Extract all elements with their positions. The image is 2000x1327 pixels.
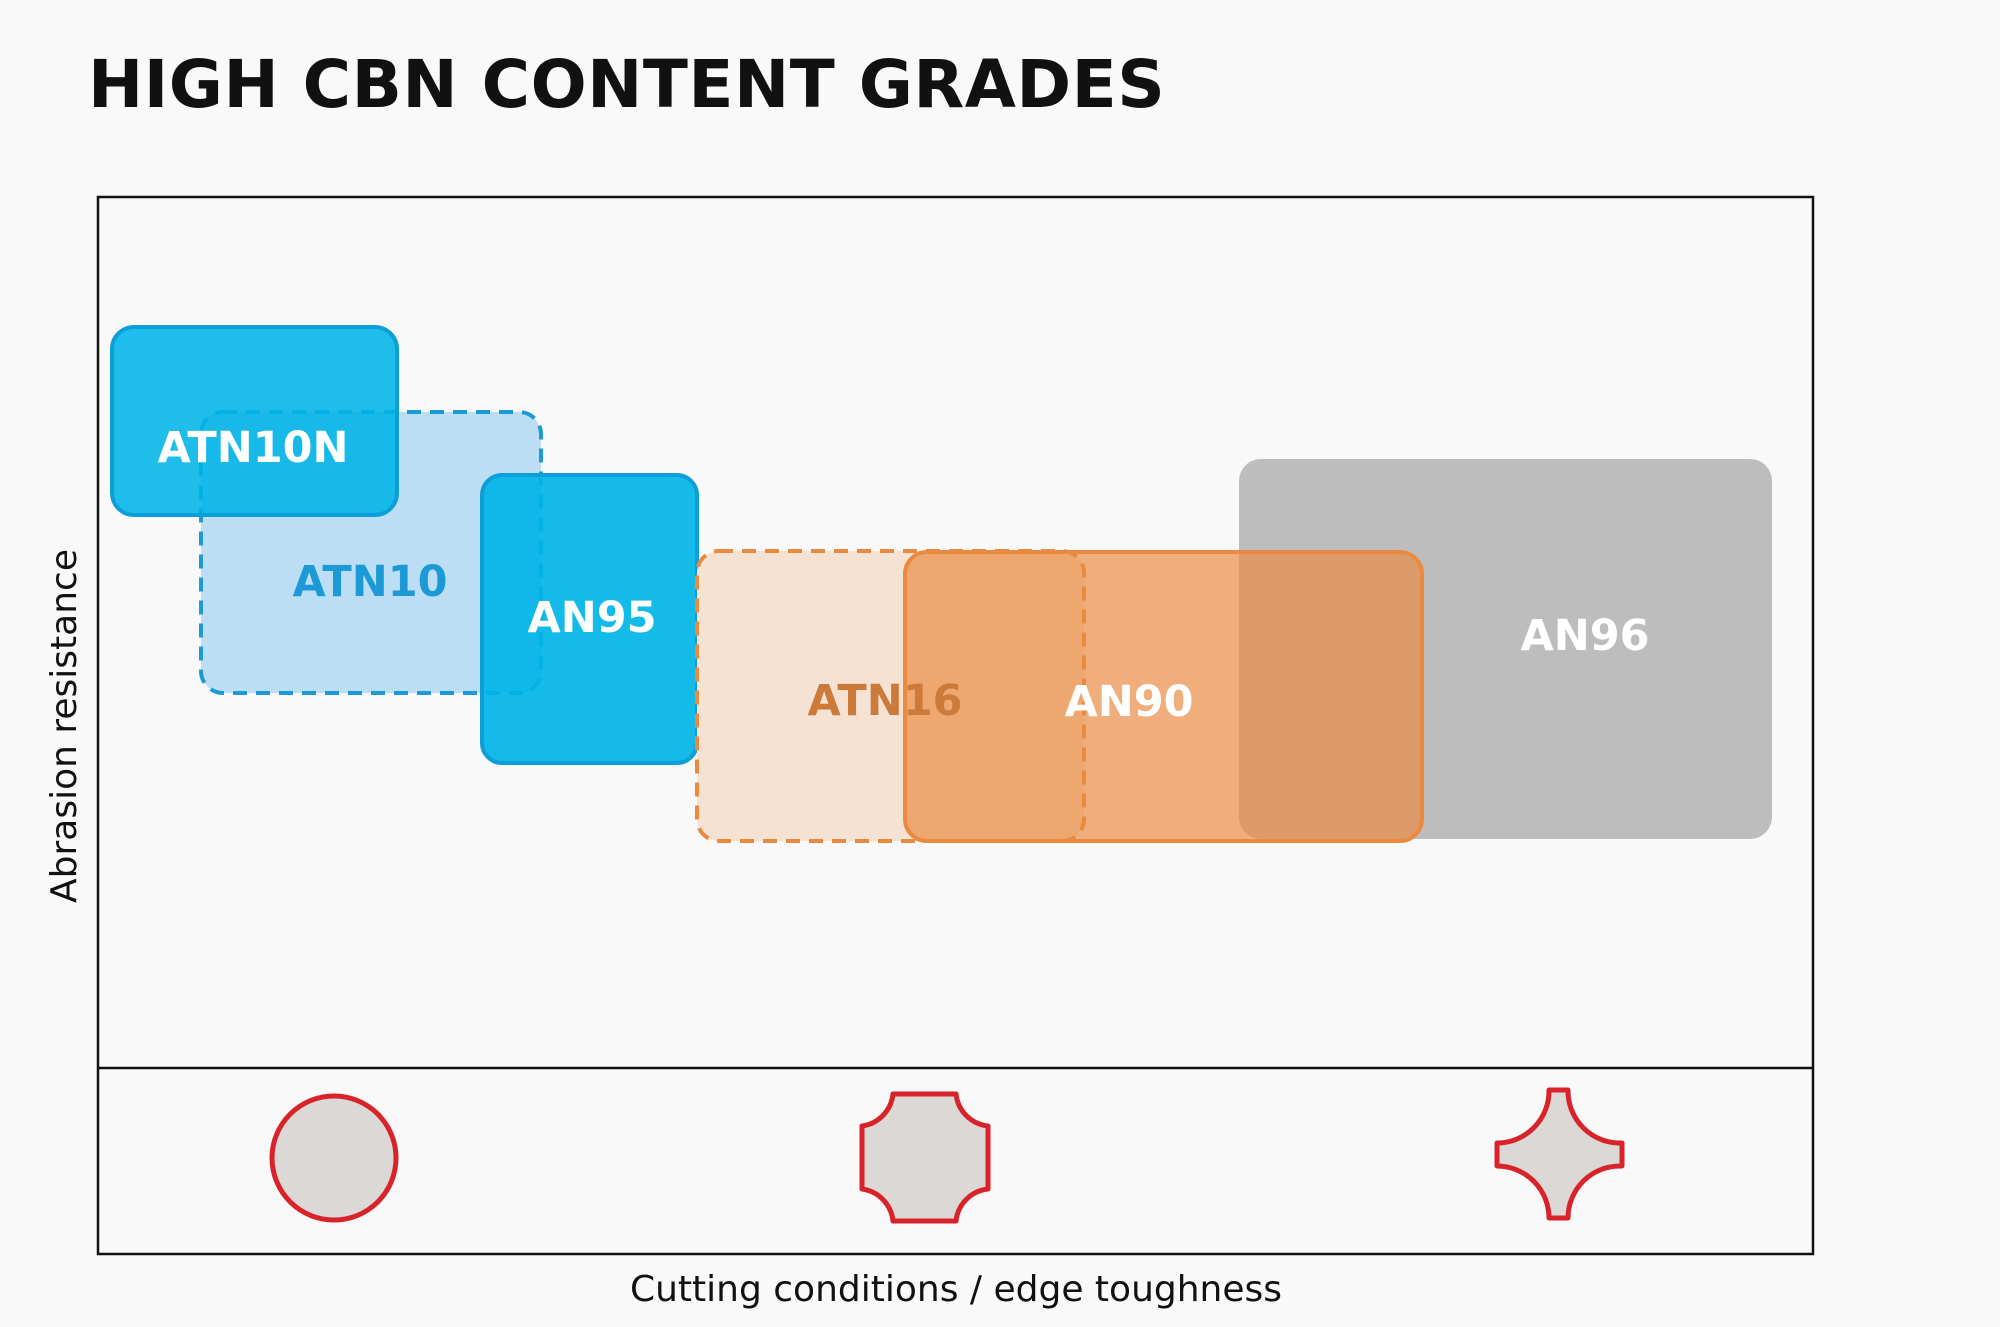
light-interrupted-workpiece-icon: [859, 1091, 991, 1224]
grade-rect-an90: [903, 550, 1424, 843]
label-atn10: ATN10: [292, 557, 447, 607]
grade-box-an90: [903, 550, 1424, 843]
chart-title: HIGH CBN CONTENT GRADES: [88, 46, 1166, 123]
grade-box-atn10n: [110, 325, 399, 517]
label-atn10n: ATN10N: [157, 423, 348, 473]
heavy-interrupted-workpiece-icon: [1494, 1087, 1625, 1221]
label-an96: AN96: [1520, 611, 1649, 661]
y-axis-label: Abrasion resistance: [44, 549, 85, 903]
label-an90: AN90: [1064, 677, 1193, 727]
label-an95: AN95: [527, 593, 656, 643]
plot-frame: [96, 195, 1815, 1256]
round-workpiece-icon: [269, 1093, 399, 1223]
label-atn16: ATN16: [807, 676, 962, 726]
grade-rect-atn10n: [110, 325, 399, 517]
x-axis-label: Cutting conditions / edge toughness: [630, 1269, 1282, 1310]
